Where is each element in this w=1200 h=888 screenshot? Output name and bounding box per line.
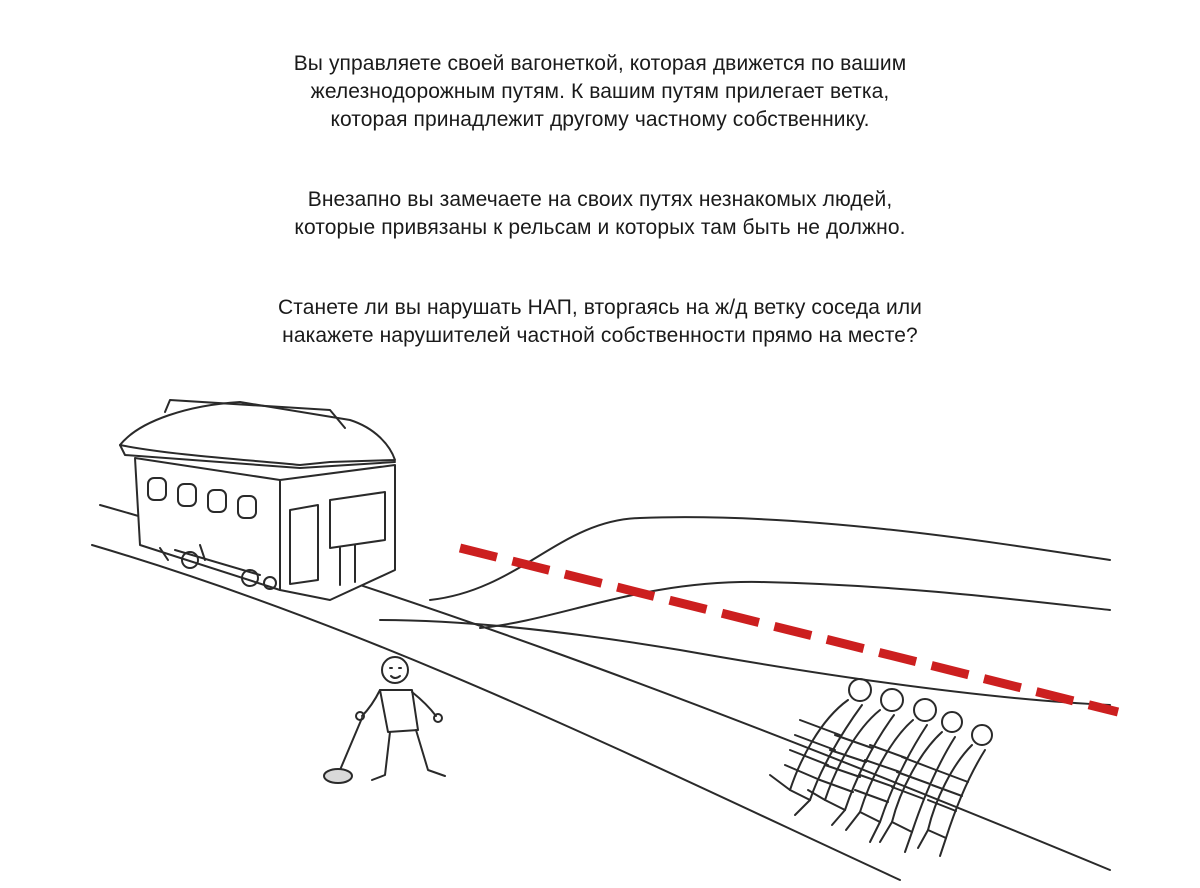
trolley	[119, 399, 396, 601]
paragraph-ownership: Вы управляете своей вагонеткой, которая …	[100, 50, 1100, 134]
property-boundary-dashes	[458, 543, 1120, 717]
text-line: Станете ли вы нарушать НАП, вторгаясь на…	[277, 296, 922, 319]
tied-person	[807, 688, 904, 826]
tied-person	[769, 678, 872, 816]
paragraph-strangers: Внезапно вы замечаете на своих путях нез…	[100, 186, 1100, 242]
text-line: которая принадлежит другому частному соб…	[330, 108, 870, 131]
tied-person	[845, 698, 937, 843]
tied-person	[879, 711, 963, 853]
lever-man	[355, 656, 446, 781]
tied-people	[769, 678, 993, 857]
text-line: накажете нарушителей частной собственнос…	[282, 324, 918, 347]
text-line: Вы управляете своей вагонеткой, которая …	[293, 52, 907, 75]
tied-person	[917, 724, 993, 857]
branch-track	[379, 516, 1111, 706]
text-line: которые привязаны к рельсам и которых та…	[294, 216, 906, 239]
text-line: Внезапно вы замечаете на своих путях нез…	[307, 188, 893, 211]
paragraph-question: Станете ли вы нарушать НАП, вторгаясь на…	[100, 294, 1100, 350]
text-line: железнодорожным путям. К вашим путям при…	[310, 80, 890, 103]
switch-lever	[323, 717, 363, 784]
